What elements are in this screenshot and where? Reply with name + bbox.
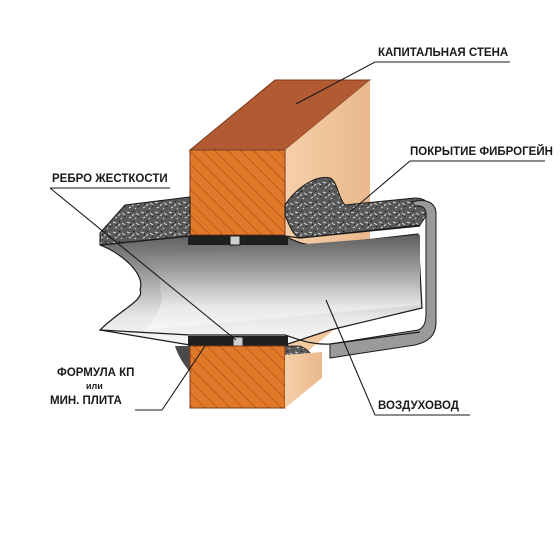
leader-rib-diagonal: [49, 187, 237, 341]
coating-left-top: [99, 196, 191, 246]
coating-right-top: [284, 176, 431, 239]
leader-wall: [295, 61, 510, 105]
wall-front-lower: [189, 345, 286, 409]
leader-coating: [349, 160, 545, 213]
label-wall: КАПИТАЛЬНАЯ СТЕНА: [378, 47, 508, 59]
label-filler-line2: МИН. ПЛИТА: [50, 395, 122, 407]
coating-left-bottom: [175, 346, 190, 372]
rib-marker-top: [229, 235, 241, 246]
label-coating: ПОКРЫТИЕ ФИБРОГЕЙН: [410, 145, 553, 158]
leader-duct: [325, 299, 470, 416]
duct-inner: [142, 235, 420, 330]
wall-side-face-lower: [285, 352, 322, 408]
label-rib: РЕБРО ЖЕСТКОСТИ: [52, 173, 168, 185]
wall-front-upper: [189, 149, 286, 236]
leader-lines: [49, 61, 545, 416]
leader-filler: [135, 345, 206, 411]
duct-bottom-rim: [99, 329, 421, 345]
label-duct: ВОЗДУХОВОД: [378, 400, 459, 412]
label-filler-or: или: [86, 381, 103, 391]
label-filler-line1: ФОРМУЛА КП: [57, 367, 134, 379]
